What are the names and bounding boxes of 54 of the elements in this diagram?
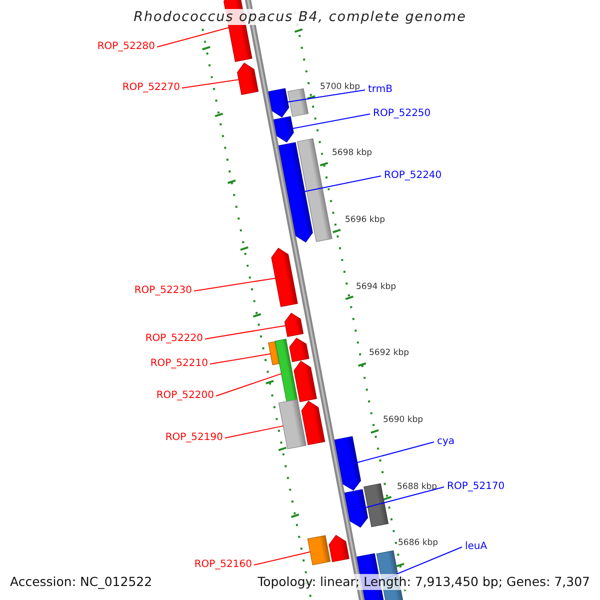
scale-label: 5692 kbp [369, 348, 410, 358]
scale-label: 5688 kbp [397, 482, 438, 492]
gene-label: ROP_52200 [156, 390, 214, 402]
gene-label: ROP_52170 [447, 481, 505, 493]
scale-label: 5698 kbp [332, 148, 372, 158]
leader-line [216, 373, 282, 396]
gene-label: ROP_52210 [150, 358, 208, 370]
scale-label: 5700 kbp [320, 82, 360, 92]
gene-label: ROP_52220 [145, 333, 203, 345]
leader-line [210, 353, 271, 364]
gene-feature [301, 400, 326, 446]
gene-feature [289, 338, 310, 362]
gene-label: ROP_52250 [373, 108, 431, 120]
leader-line [204, 325, 286, 340]
scale-label: 5694 kbp [356, 282, 396, 292]
leader-line [156, 27, 230, 48]
leader-line [224, 425, 284, 438]
gene-feature [287, 88, 309, 117]
gene-feature [364, 483, 389, 528]
leader-line [182, 79, 240, 88]
gene-label: ROP_52230 [134, 285, 192, 297]
gene-feature [294, 360, 317, 402]
gene-feature [284, 312, 304, 337]
gene-label: ROP_52270 [122, 82, 180, 94]
gene-label: ROP_52190 [165, 432, 223, 444]
leader-line [292, 114, 370, 129]
gene-feature [278, 142, 313, 242]
gene-feature [334, 436, 362, 491]
gene-feature [268, 88, 290, 118]
leader-line [304, 176, 382, 192]
genome-stats-text: Topology: linear; Length: 7,913,450 bp; Genes: 7,307 [258, 574, 590, 590]
gene-feature [328, 534, 350, 562]
leader-line [254, 551, 311, 566]
gene-feature [271, 248, 298, 308]
gene-label: ROP_52280 [97, 41, 155, 53]
gene-feature [307, 535, 331, 566]
leader-line [287, 90, 366, 102]
gene-label: trmB [368, 84, 392, 96]
scale-label: 5686 kbp [398, 538, 438, 548]
scale-label: 5696 kbp [345, 215, 386, 225]
gene-label: leuA [465, 541, 488, 553]
accession-text: Accession: NC_012522 [10, 574, 152, 590]
gene-label: ROP_52160 [194, 559, 252, 571]
gene-feature [296, 138, 332, 242]
gene-label: cya [437, 436, 455, 448]
gene-feature [273, 116, 294, 142]
leader-line [356, 442, 434, 464]
gene-feature [344, 489, 368, 528]
gene-feature [278, 399, 307, 450]
scale-label: 5690 kbp [383, 415, 424, 425]
gene-label: ROP_52240 [384, 170, 442, 182]
leader-line [365, 486, 444, 508]
gene-feature [237, 62, 259, 95]
leader-line [194, 278, 276, 292]
